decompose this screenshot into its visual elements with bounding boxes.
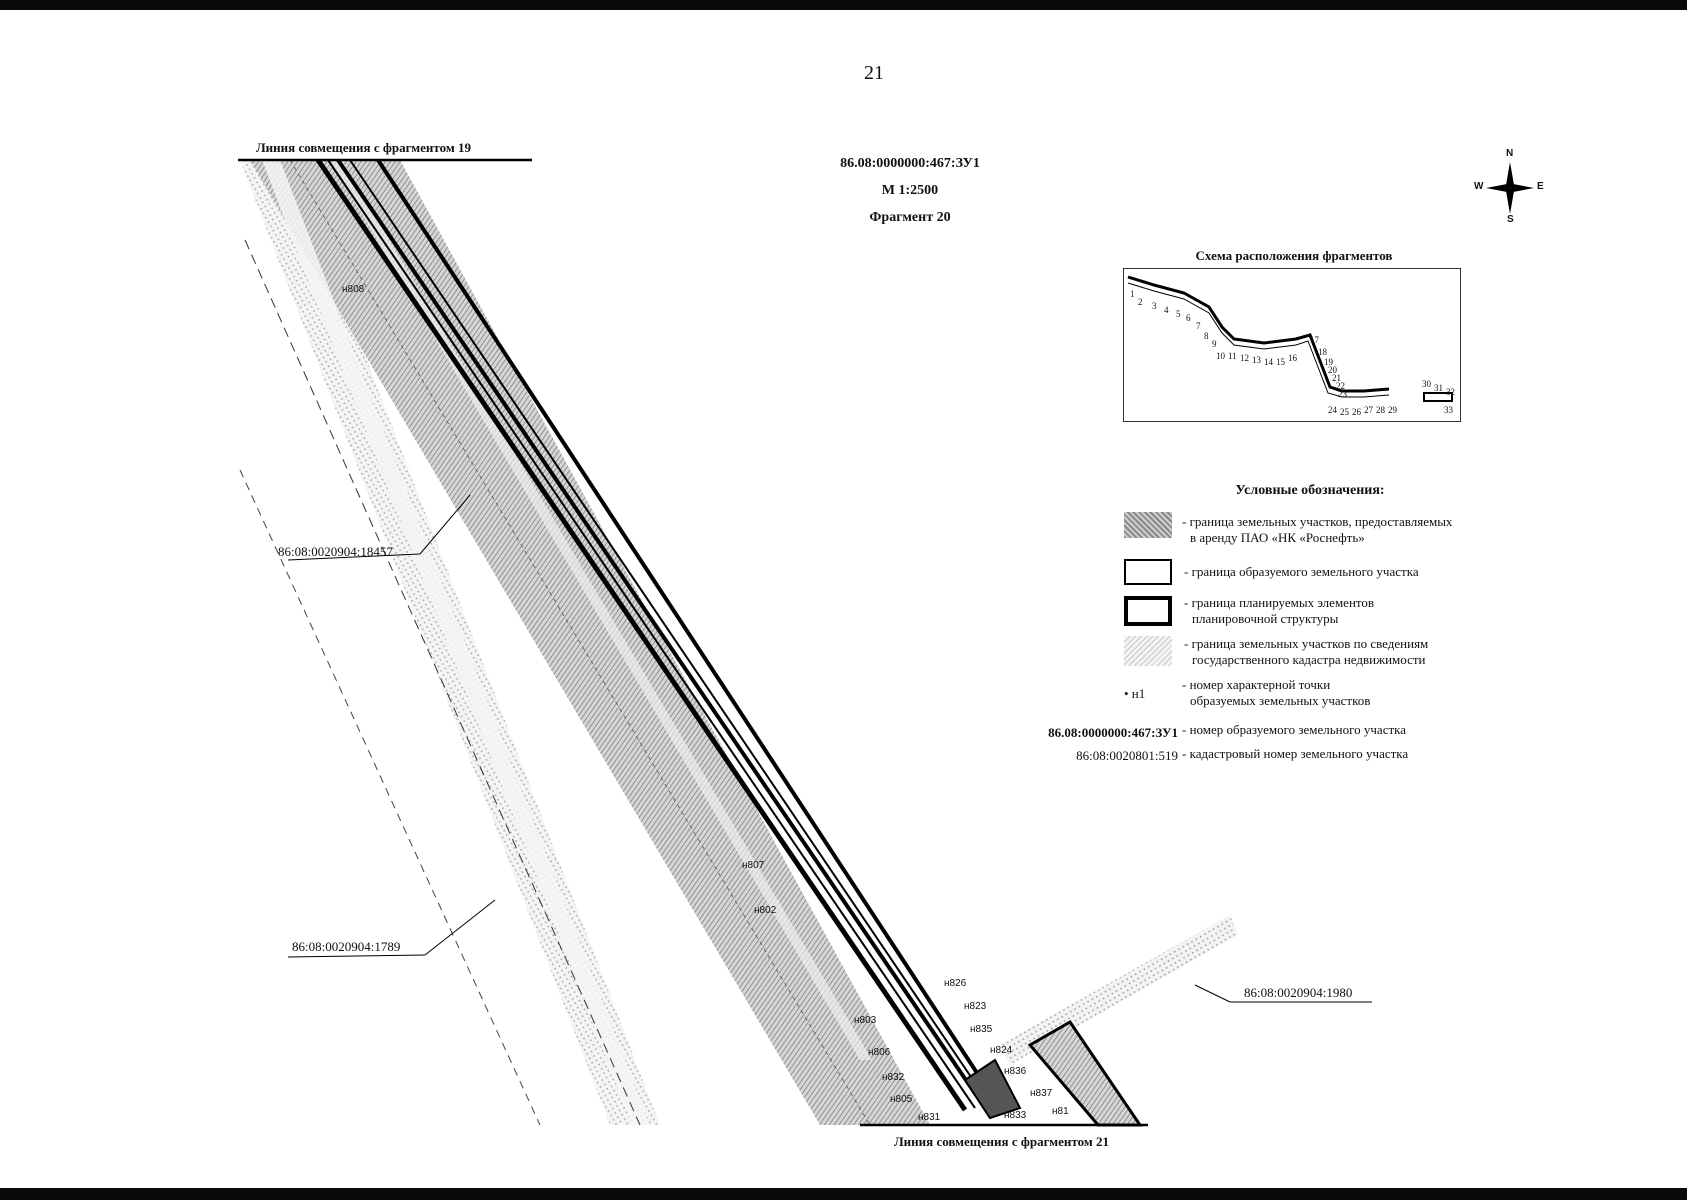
compass-east: E — [1537, 181, 1544, 192]
legend-code-parcel: 86.08:0000000:467:ЗУ1 — [1048, 725, 1178, 740]
legend-text-parcel-number: - номер образуемого земельного участка — [1182, 722, 1407, 737]
legend-point-marker: • н1 — [1124, 686, 1146, 701]
scheme-num: 8 — [1204, 331, 1209, 341]
point-label: н824 — [990, 1045, 1013, 1056]
compass-south: S — [1507, 214, 1514, 225]
scheme-num: 33 — [1444, 405, 1453, 415]
compass-rose-icon — [1486, 162, 1534, 214]
legend-thin-box-swatch — [1124, 559, 1172, 585]
scheme-num: 19 — [1324, 357, 1333, 367]
scheme-num: 22 — [1336, 381, 1345, 391]
legend-text-cadastral-number: - кадастровый номер земельного участка — [1182, 746, 1409, 761]
scheme-num: 11 — [1228, 351, 1237, 361]
scheme-num: 16 — [1288, 353, 1297, 363]
compass-north: N — [1506, 148, 1514, 159]
scheme-num: 2 — [1138, 297, 1143, 307]
scheme-num: 5 — [1176, 309, 1181, 319]
scheme-num: 9 — [1212, 339, 1217, 349]
legend-item-parcel-boundary: - граница образуемого земельного участка — [1184, 564, 1419, 579]
road-band-2 — [330, 160, 872, 1060]
scheme-num: 4 — [1164, 305, 1169, 315]
scheme-num: 15 — [1276, 357, 1285, 367]
fragment-name: Фрагмент 20 — [869, 210, 951, 225]
scheme-num: 32 — [1446, 387, 1455, 397]
point-label: н807 — [742, 860, 765, 871]
scheme-title: Схема расположения фрагментов — [1195, 248, 1393, 263]
bottom-join-label: Линия совмещения с фрагментом 21 — [894, 1134, 1109, 1149]
scheme-num: 1 — [1130, 289, 1135, 299]
scheme-num: 21 — [1332, 373, 1341, 383]
legend-item-cadastre: - граница земельных участков по сведения… — [1184, 636, 1429, 667]
scheme-num: 25 — [1340, 407, 1349, 417]
point-label: н802 — [754, 905, 777, 916]
point-label: н826 — [944, 978, 967, 989]
bottom-parcel-box — [1027, 1020, 1143, 1127]
map-title-block: 86.08:0000000:467:ЗУ1 М 1:2500 Фрагмент … — [800, 156, 1020, 237]
legend-title: Условные обозначения: — [1235, 483, 1385, 498]
scheme-num: 6 — [1186, 313, 1191, 323]
scheme-num: 28 — [1376, 405, 1385, 415]
point-label: н836 — [1004, 1066, 1027, 1077]
point-label: н803 — [854, 1015, 877, 1026]
scheme-num: 23 — [1338, 389, 1347, 399]
road-band-1 — [262, 160, 650, 1125]
point-label: н806 — [868, 1047, 891, 1058]
scheme-num: 20 — [1328, 365, 1337, 375]
legend-thick-box-swatch — [1124, 596, 1172, 626]
scheme-num: 14 — [1264, 357, 1273, 367]
scheme-num: 30 — [1422, 379, 1431, 389]
page-number: 21 — [864, 62, 884, 84]
point-label: н81 — [1052, 1106, 1069, 1117]
cadastral-label-1789: 86:08:0020904:1789 — [292, 939, 401, 954]
frame-bottom-border — [0, 1188, 1687, 1200]
compass-west: W — [1474, 181, 1484, 192]
point-label: н831 — [918, 1112, 941, 1123]
parcel-id: 86.08:0000000:467:ЗУ1 — [840, 156, 980, 171]
scheme-num: 3 — [1152, 301, 1157, 311]
point-label: н808 — [342, 284, 365, 295]
scheme-num: 31 — [1434, 383, 1443, 393]
scheme-num: 29 — [1388, 405, 1397, 415]
point-label: н832 — [882, 1072, 905, 1083]
cadastral-label-1980: 86:08:0020904:1980 — [1244, 985, 1353, 1000]
compass: N S W E — [1470, 148, 1550, 225]
cadastral-label-18457: 86:08:0020904:18457 — [278, 544, 393, 559]
fragment-scheme: 1 2 3 4 5 6 7 8 9 10 11 12 13 14 15 16 1… — [1123, 268, 1461, 422]
legend-code-cadastral: 86:08:0020801:519 — [1076, 748, 1178, 763]
frame-top-border — [0, 0, 1687, 10]
point-label: н823 — [964, 1001, 987, 1012]
scheme-num: 10 — [1216, 351, 1225, 361]
legend-item-lease: - граница земельных участков, предоставл… — [1182, 514, 1453, 545]
scheme-num: 18 — [1318, 347, 1327, 357]
top-join-label: Линия совмещения с фрагментом 19 — [256, 140, 471, 155]
scheme-num: 17 — [1310, 335, 1319, 345]
point-label: н805 — [890, 1094, 913, 1105]
map-scale: М 1:2500 — [881, 183, 939, 198]
legend-item-point: - номер характерной точки образуемых зем… — [1182, 677, 1371, 708]
scheme-num: 12 — [1240, 353, 1249, 363]
point-label: н837 — [1030, 1088, 1053, 1099]
legend-item-planned-elements: - граница планируемых элементов планиров… — [1184, 595, 1375, 626]
scheme-num: 13 — [1252, 355, 1261, 365]
scheme-num: 24 — [1328, 405, 1337, 415]
legend-dotted-swatch — [1124, 636, 1172, 666]
scheme-num: 7 — [1196, 321, 1201, 331]
scheme-num: 27 — [1364, 405, 1373, 415]
point-label: н833 — [1004, 1110, 1027, 1121]
scheme-num: 26 — [1352, 407, 1361, 417]
legend-hatch-swatch — [1124, 512, 1172, 538]
point-label: н835 — [970, 1024, 993, 1035]
